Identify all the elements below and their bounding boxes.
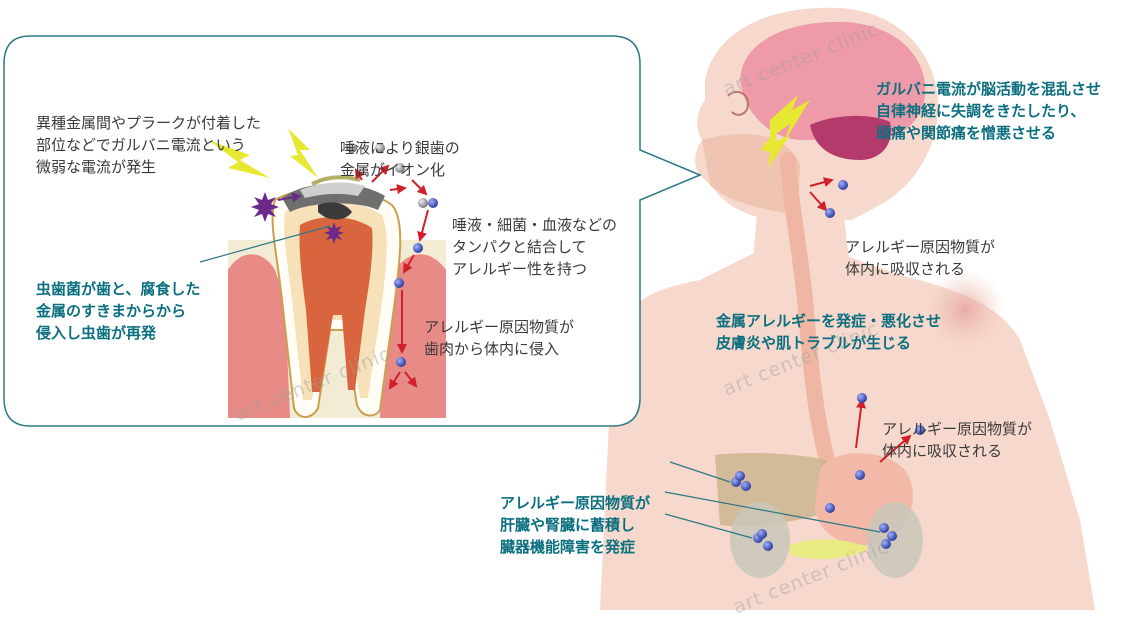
allergen-particles-body (731, 180, 925, 551)
body-arrows (809, 177, 912, 463)
cerebellum (810, 115, 891, 160)
label-caries-bacteria: 虫歯菌が歯と、腐食した金属のすきまからから侵入し虫歯が再発 (36, 280, 201, 342)
metal-ions (347, 143, 428, 208)
ion-path-arrows (354, 164, 429, 390)
caries-pointer (199, 225, 331, 263)
label-gum-invasion: アレルギー原因物質が歯肉から体内に侵入 (424, 318, 575, 358)
human-body (600, 7, 1095, 610)
label-absorbed-upper: アレルギー原因物質が体内に吸収される (845, 238, 996, 278)
label-galvanic-origin: 異種金属間やプラークが付着した部位などでガルバニ電流という微弱な電流が発生 (36, 114, 262, 176)
label-saliva-ionize: 唾液により銀歯の金属がイオン化 (340, 139, 460, 179)
brain-bolt (770, 95, 810, 140)
skin-rash (925, 270, 1005, 350)
label-skin-effect: 金属アレルギーを発症・悪化させ皮膚炎や肌トラブルが生じる (716, 312, 942, 352)
allergen-particles-tooth (394, 198, 438, 367)
pancreas (790, 539, 870, 560)
label-brain-effect: ガルバニ電流が脳活動を混乱させ自律神経に失調をきたしたり、頭痛や関節痛を憎悪させ… (876, 80, 1102, 142)
label-protein-bind: 唾液・細菌・血液などのタンパクと結合してアレルギー性を持つ (452, 216, 618, 278)
label-organ-effect: アレルギー原因物質が肝臓や腎臓に蓄積し臓器機能障害を発症 (500, 494, 651, 556)
label-absorbed-lower: アレルギー原因物質が体内に吸収される (882, 420, 1033, 460)
organ-pointers (664, 461, 881, 539)
tooth-illustration (208, 128, 446, 418)
